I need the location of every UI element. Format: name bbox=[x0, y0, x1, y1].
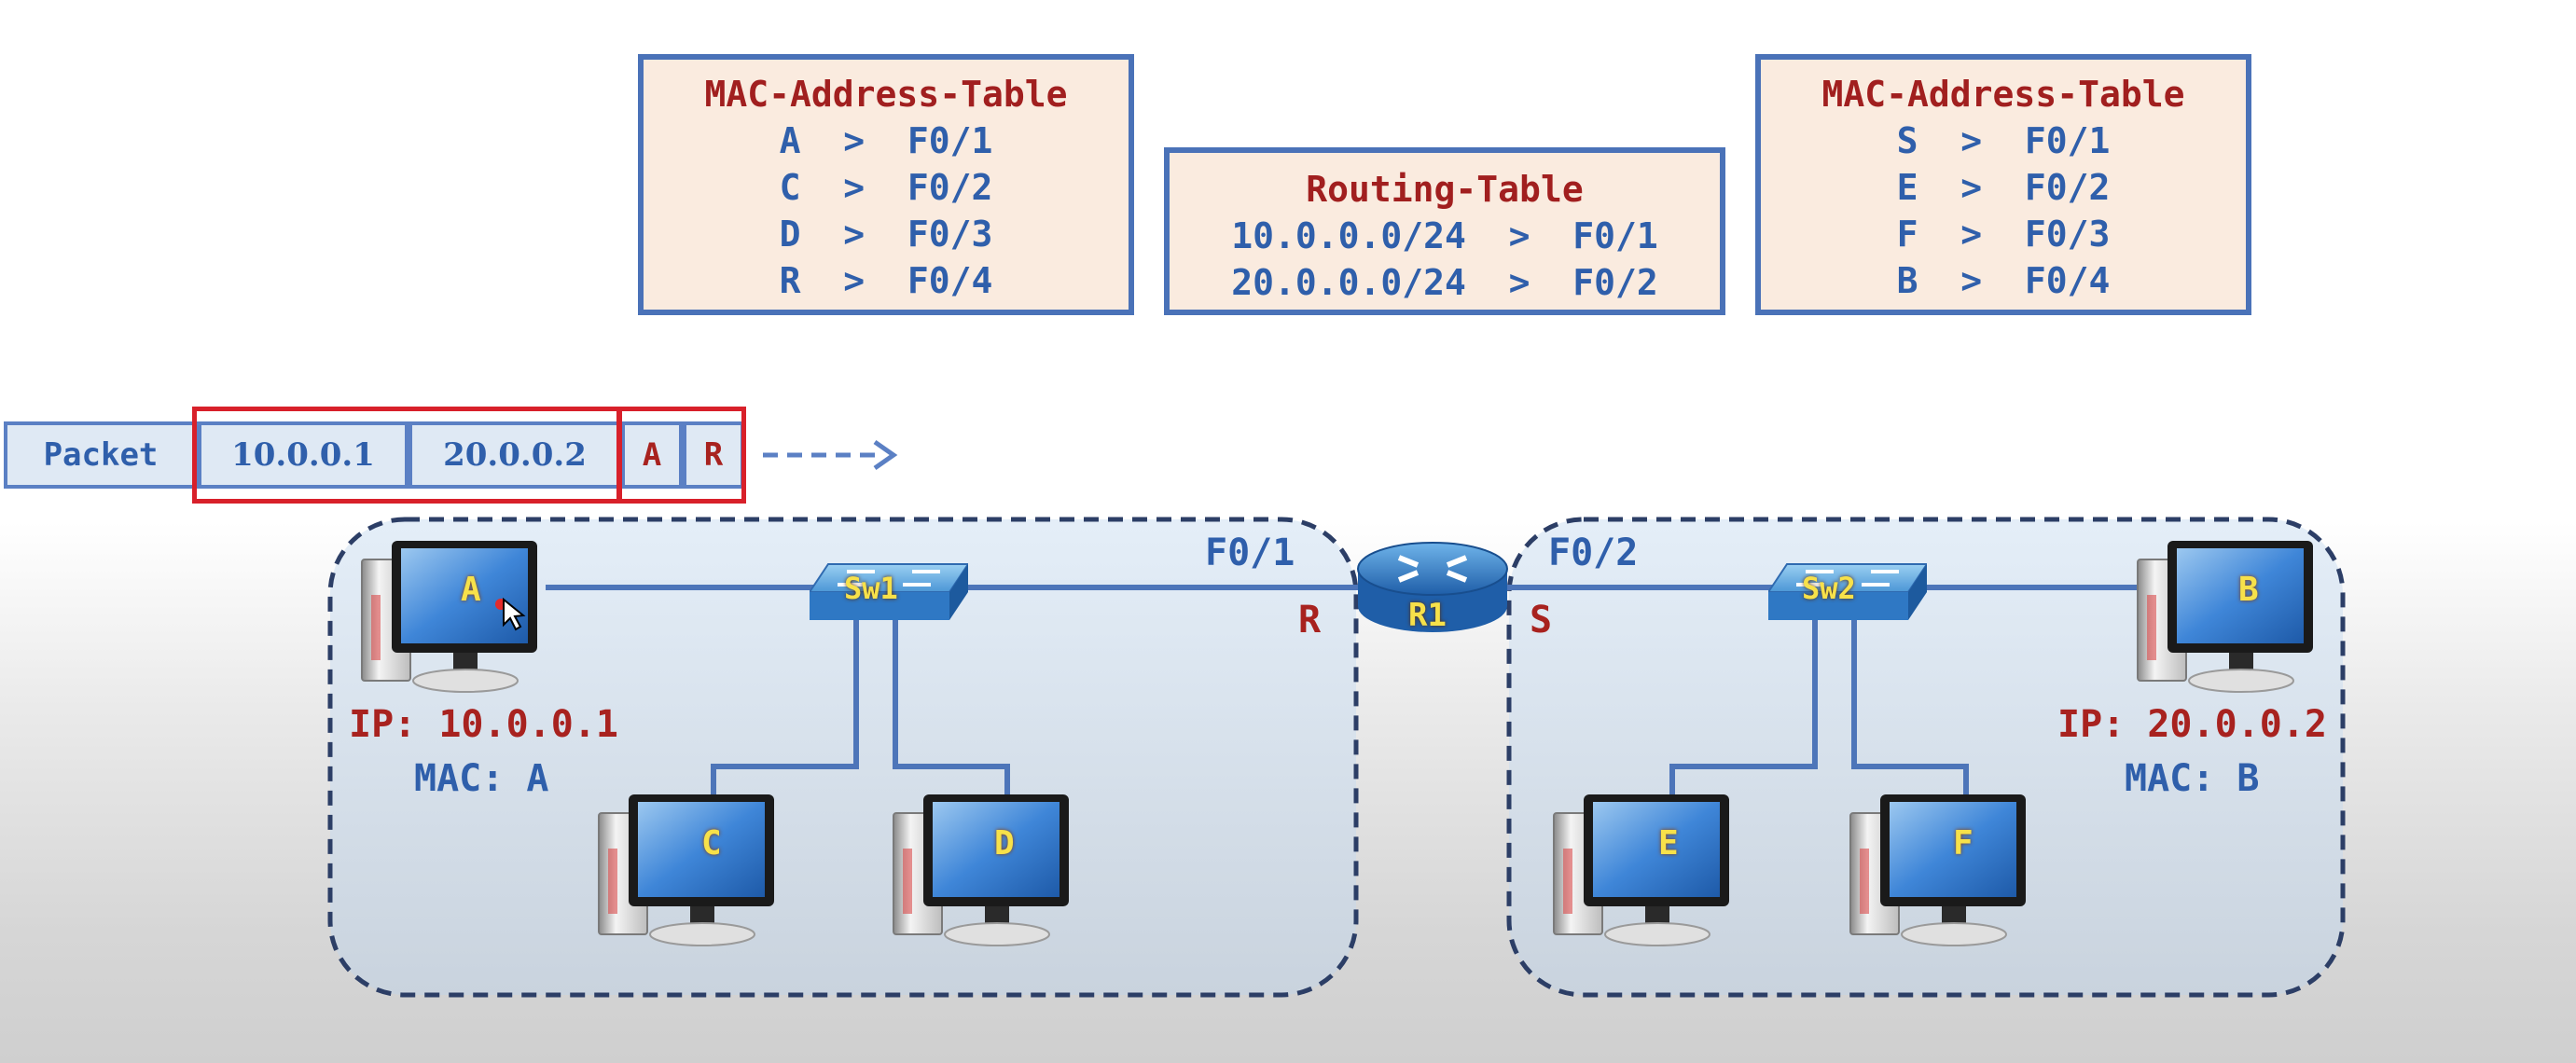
sw2-mac-row: B > F0/4 bbox=[1896, 260, 2111, 301]
link-sw2-e bbox=[1669, 615, 1818, 797]
switch-sw2-label: Sw2 bbox=[1802, 571, 1856, 606]
r1-left-mac: R bbox=[1298, 599, 1322, 642]
sw2-mac-row: S > F0/1 bbox=[1896, 120, 2111, 161]
sw2-mac-row: F > F0/3 bbox=[1896, 214, 2111, 255]
sw2-mac-table-title: MAC-Address-Table bbox=[1821, 74, 2185, 115]
sw1-mac-row: A > F0/1 bbox=[779, 120, 993, 161]
pc-f-label: F bbox=[1953, 824, 1974, 863]
sw2-mac-table: MAC-Address-Table S > F0/1 E > F0/2 F > … bbox=[1755, 54, 2251, 315]
cursor-icon bbox=[503, 597, 526, 631]
link-sw2-f bbox=[1851, 615, 1969, 797]
packet-src-mac: A bbox=[621, 421, 683, 489]
host-a-ip: IP: 10.0.0.1 bbox=[349, 703, 618, 746]
packet-label: Packet bbox=[4, 421, 198, 489]
router-r1-icon bbox=[1357, 542, 1508, 632]
sw1-mac-table-title: MAC-Address-Table bbox=[704, 74, 1068, 115]
host-a-mac: MAC: A bbox=[414, 757, 549, 800]
packet-dst-mac: R bbox=[683, 421, 744, 489]
sw1-mac-table: MAC-Address-Table A > F0/1 C > F0/2 D > … bbox=[638, 54, 1134, 315]
r1-right-mac: S bbox=[1530, 599, 1553, 642]
pc-e-label: E bbox=[1658, 824, 1679, 863]
routing-table: Routing-Table 10.0.0.0/24 > F0/1 20.0.0.… bbox=[1164, 147, 1725, 315]
router-r1-label: R1 bbox=[1408, 597, 1447, 634]
host-b-mac: MAC: B bbox=[2125, 757, 2260, 800]
sw1-mac-row: C > F0/2 bbox=[779, 167, 993, 208]
r1-port-f01: F0/1 bbox=[1205, 532, 1295, 574]
r1-port-f02: F0/2 bbox=[1548, 532, 1639, 574]
host-b-ip: IP: 20.0.0.2 bbox=[2057, 703, 2327, 746]
packet-src-ip: 10.0.0.1 bbox=[198, 421, 409, 489]
sw2-mac-row: E > F0/2 bbox=[1896, 167, 2111, 208]
pc-c-label: C bbox=[701, 824, 722, 863]
link-sw1-c bbox=[711, 615, 859, 797]
routing-row: 10.0.0.0/24 > F0/1 bbox=[1231, 215, 1658, 256]
routing-table-title: Routing-Table bbox=[1306, 169, 1584, 210]
pc-a-label: A bbox=[461, 571, 481, 609]
sw1-mac-row: R > F0/4 bbox=[779, 260, 993, 301]
l2-header-highlight bbox=[617, 407, 746, 504]
l3-header-highlight bbox=[192, 407, 621, 504]
lan-zone-left bbox=[327, 517, 1359, 998]
pc-b-label: B bbox=[2238, 571, 2259, 609]
switch-sw1-label: Sw1 bbox=[844, 571, 898, 606]
packet-dst-ip: 20.0.0.2 bbox=[409, 421, 621, 489]
pc-d-label: D bbox=[994, 824, 1015, 863]
sw1-mac-row: D > F0/3 bbox=[779, 214, 993, 255]
routing-row: 20.0.0.0/24 > F0/2 bbox=[1231, 262, 1658, 303]
link-sw1-d bbox=[893, 615, 1010, 797]
